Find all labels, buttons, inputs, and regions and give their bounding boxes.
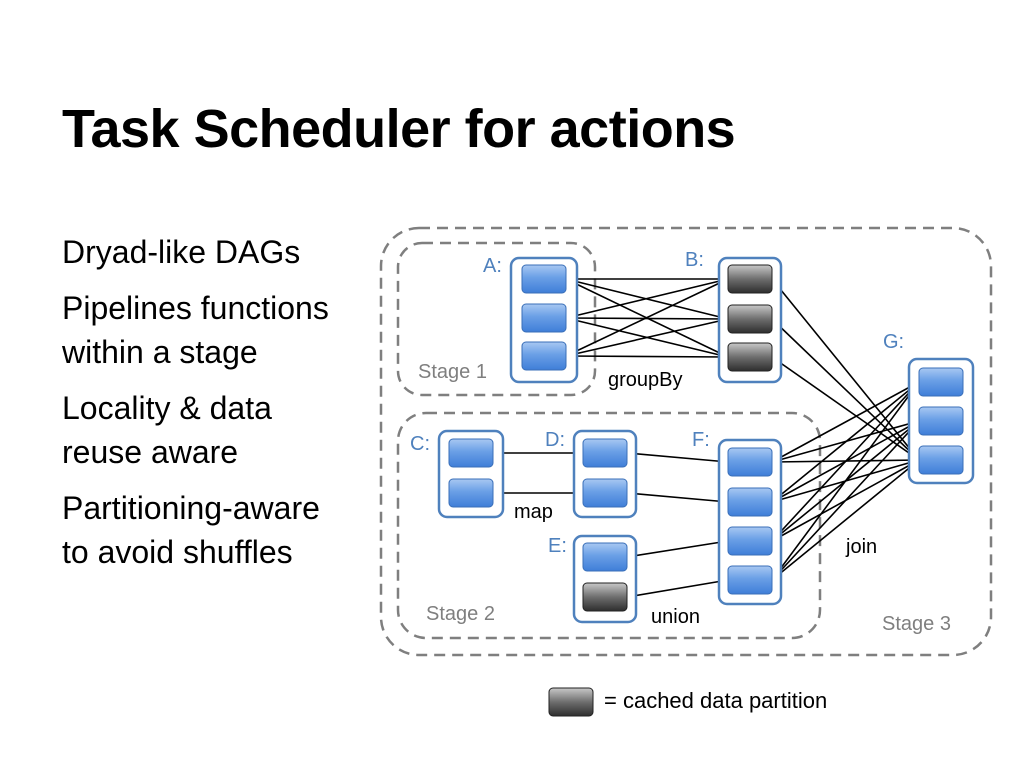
dependency-arrow [626, 492, 729, 507]
rdd-label-e: E: [548, 535, 567, 557]
bullet-line: Dryad-like DAGs [62, 234, 301, 270]
rdd-label-b: B: [685, 249, 704, 271]
partition-d2 [582, 478, 628, 508]
partition-f1 [727, 447, 773, 477]
dependency-arrow [565, 352, 729, 362]
dependency-arrow [771, 318, 920, 461]
dependency-arrow [565, 276, 729, 319]
partition-e1 [582, 542, 628, 572]
partition-c2 [448, 478, 494, 508]
dependency-arrow [771, 356, 920, 461]
rdd-label-a: A: [483, 255, 502, 277]
bullet-line: to avoid shuffles [62, 534, 293, 570]
rdd-label-g: G: [883, 331, 904, 353]
bullet-dags: Dryad-like DAGs [62, 230, 372, 274]
stage3-label: Stage 3 [882, 613, 951, 635]
cached-partition-e2 [582, 582, 628, 612]
dependency-arrow [771, 381, 920, 503]
op-label-groupby: groupBy [608, 369, 683, 391]
stage2-box [396, 411, 822, 640]
cached-partition-b3 [727, 342, 773, 372]
op-label-map: map [514, 501, 553, 523]
stage3-box [379, 226, 993, 657]
cached-partition-b1 [727, 264, 773, 294]
bullet-line: reuse aware [62, 434, 239, 470]
dependency-arrow [771, 459, 920, 581]
partition-g1 [918, 367, 964, 397]
dependency-arrow [565, 314, 729, 324]
partition-f2 [727, 487, 773, 517]
stage1-label: Stage 1 [418, 361, 487, 383]
bullet-list: Dryad-like DAGs Pipelines functions with… [62, 230, 372, 586]
dependency-arrow [771, 381, 920, 542]
dependency-arrow [565, 278, 729, 357]
dependency-arrow [626, 576, 729, 598]
rdd-label-c: C: [410, 433, 430, 455]
bullet-line: Pipelines functions [62, 290, 329, 326]
partition-c1 [448, 438, 494, 468]
dependency-arrow [771, 381, 920, 581]
bullet-partitioning: Partitioning-aware to avoid shuffles [62, 486, 372, 574]
bullet-pipelines: Pipelines functions within a stage [62, 286, 372, 374]
rdd-label-f: F: [692, 429, 710, 451]
stage2-label: Stage 2 [426, 603, 495, 625]
op-label-join: join [845, 536, 877, 558]
dependency-arrow [626, 537, 729, 558]
legend-cached-swatch [548, 687, 594, 717]
dependency-arrow [771, 381, 920, 463]
legend-label: = cached data partition [604, 688, 828, 713]
cached-partition-b2 [727, 304, 773, 334]
op-label-union: union [651, 606, 700, 628]
dependency-arrow [626, 452, 729, 467]
bullet-line: Locality & data [62, 390, 272, 426]
slide-title: Task Scheduler for actions [62, 99, 736, 159]
partition-a2 [521, 303, 567, 333]
stage1-box [396, 241, 597, 397]
partition-a3 [521, 341, 567, 371]
partition-a1 [521, 264, 567, 294]
partition-g2 [918, 406, 964, 436]
bullet-line: within a stage [62, 334, 258, 370]
partition-f3 [727, 526, 773, 556]
partition-d1 [582, 438, 628, 468]
bullet-line: Partitioning-aware [62, 490, 320, 526]
dependency-arrow [771, 278, 920, 461]
partition-g3 [918, 445, 964, 475]
partition-f4 [727, 565, 773, 595]
dependency-arrow [565, 316, 729, 357]
bullet-locality: Locality & data reuse aware [62, 386, 372, 474]
rdd-label-d: D: [545, 429, 565, 451]
rdd-f-box [717, 438, 783, 606]
edges [493, 274, 920, 598]
dependency-arrow [771, 420, 920, 581]
